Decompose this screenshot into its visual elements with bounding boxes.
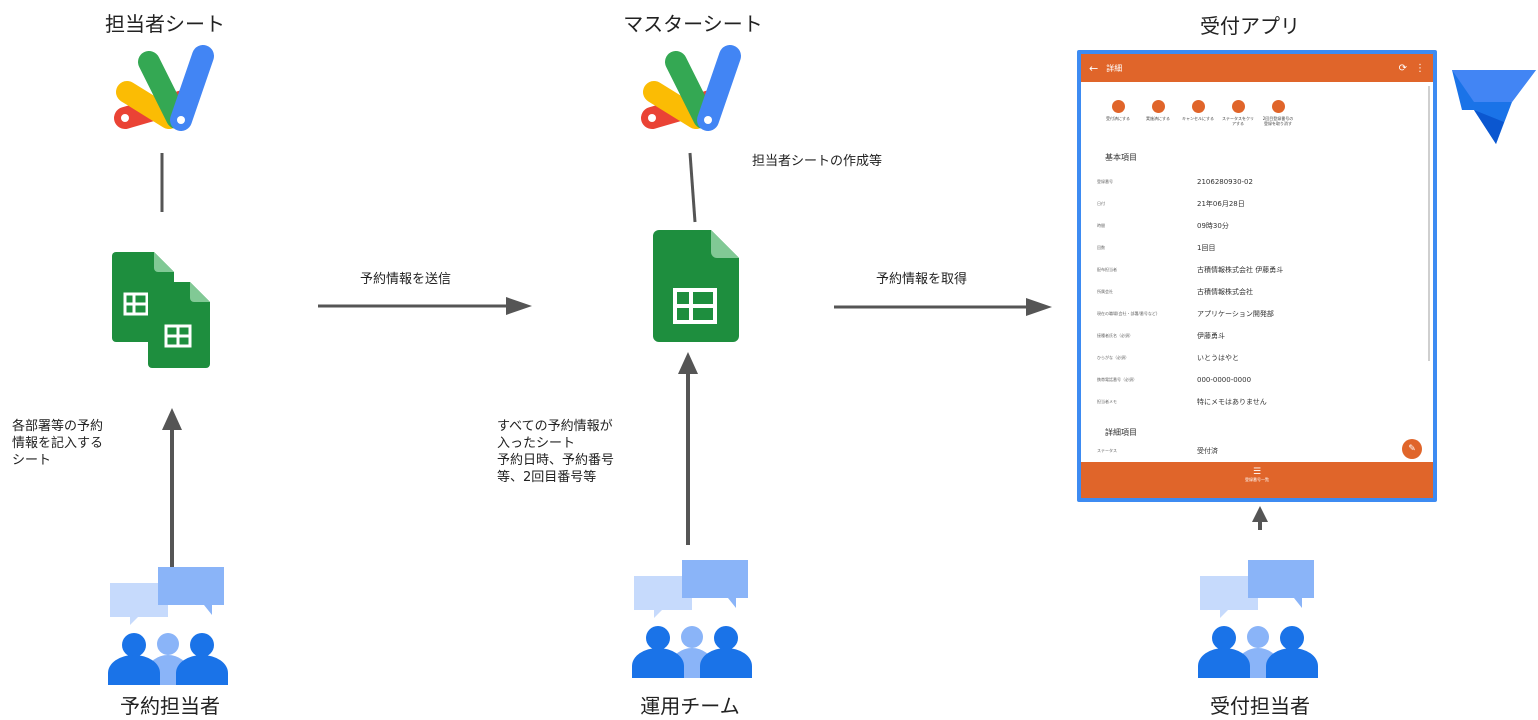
edit-icon: ✎: [1408, 444, 1416, 454]
field-key: 接種者氏名（必須）: [1097, 333, 1133, 338]
edit-fab-button[interactable]: ✎: [1402, 439, 1422, 459]
field-value: 伊藤勇斗: [1197, 332, 1225, 340]
person-label-reception: 受付担当者: [1210, 694, 1310, 718]
group-chat-icon: [108, 567, 228, 685]
sheets-icon: [653, 230, 739, 342]
middle-up-arrow-head: [678, 352, 698, 374]
field-key: 携帯電話番号（必須）: [1097, 377, 1137, 382]
master-script-note: 担当者シートの作成等: [752, 154, 883, 169]
camera-icon: [1111, 100, 1125, 113]
field-value: 000-0000-0000: [1197, 376, 1252, 384]
field-value: 受付済: [1197, 447, 1218, 455]
app-header: ← 詳細 ⟳ ⋮: [1081, 54, 1433, 82]
field-row: 所属会社 古積情報株式会社: [1081, 281, 1433, 303]
tanto-sheet-description: 各部署等の予約 情報を記入する シート: [12, 419, 104, 468]
list-icon: ☰: [1252, 467, 1262, 477]
title-reception-app: 受付アプリ: [1200, 14, 1300, 38]
section-detail: 詳細項目: [1105, 428, 1137, 437]
clear-icon: [1231, 100, 1245, 113]
person-icon: [1151, 100, 1165, 113]
action-mark-done[interactable]: 実施済にする: [1141, 100, 1175, 126]
master-sheet-description: すべての予約情報が 入ったシート 予約日時、予約番号 等、2回目番号等: [497, 419, 615, 485]
field-value: アプリケーション開発部: [1197, 310, 1274, 318]
appsheet-icon: [1452, 70, 1536, 144]
action-label: 受付済にする: [1105, 116, 1131, 121]
more-vert-icon[interactable]: ⋮: [1415, 62, 1425, 74]
field-key: 時間: [1097, 223, 1105, 228]
field-key: ひらがな（必須）: [1097, 355, 1129, 360]
fetch-arrow-label: 予約情報を取得: [876, 272, 968, 287]
cancel-icon: [1191, 100, 1205, 113]
person-label-reservation: 予約担当者: [120, 694, 220, 718]
field-value: 古積情報株式会社 伊藤勇斗: [1197, 266, 1284, 274]
title-master-sheet: マスターシート: [623, 12, 763, 36]
action-label: キャンセルにする: [1181, 116, 1215, 121]
field-row: 担当者メモ 特にメモはありません: [1081, 391, 1433, 413]
right-up-arrow-head: [1252, 506, 1268, 522]
field-key: 登録番号: [1097, 179, 1113, 184]
field-key: 担当者メモ: [1097, 399, 1117, 404]
field-row: 携帯電話番号（必須） 000-0000-0000: [1081, 369, 1433, 391]
action-cancel[interactable]: キャンセルにする: [1181, 100, 1215, 126]
field-key: 現在の職場(会社・部署/番号など): [1097, 311, 1158, 316]
field-row: 回数 1回目: [1081, 237, 1433, 259]
field-value: 特にメモはありません: [1197, 398, 1267, 406]
basic-fields: 登録番号 2106280930-02 日付 21年06月28日 時間 09時30分 回…: [1081, 171, 1433, 413]
action-label: ステータスをクリアする: [1222, 116, 1254, 126]
field-key: 日付: [1097, 201, 1105, 206]
action-label: 実施済にする: [1145, 116, 1171, 121]
send-arrow-label: 予約情報を送信: [360, 272, 452, 287]
field-row: 配布担当者 古積情報株式会社 伊藤勇斗: [1081, 259, 1433, 281]
field-row: ひらがな（必須） いとうはやと: [1081, 347, 1433, 369]
field-value: 09時30分: [1197, 222, 1229, 230]
field-key: 回数: [1097, 245, 1105, 250]
field-row: ステータス 受付済: [1081, 440, 1433, 462]
send-arrow-head: [506, 297, 532, 315]
section-basic: 基本項目: [1105, 153, 1137, 162]
middle-script-connector: [688, 152, 697, 223]
field-key: 所属会社: [1097, 289, 1113, 294]
back-arrow-icon[interactable]: ←: [1089, 61, 1099, 75]
field-key: ステータス: [1097, 448, 1117, 453]
person-label-operations: 運用チーム: [640, 694, 740, 718]
field-row: 現在の職場(会社・部署/番号など) アプリケーション開発部: [1081, 303, 1433, 325]
sheets-stack-icon: [112, 252, 210, 368]
scrollbar[interactable]: [1428, 86, 1430, 361]
refresh-icon[interactable]: ⟳: [1398, 62, 1407, 74]
action-revoke-second[interactable]: 2回目登録番号の登録を取り消す: [1261, 100, 1295, 126]
fetch-arrow-head: [1026, 298, 1052, 316]
field-value: 21年06月28日: [1197, 200, 1245, 208]
apps-script-icon: [641, 45, 741, 131]
title-tanto-sheet: 担当者シート: [105, 12, 225, 36]
action-label: 2回目登録番号の登録を取り消す: [1262, 116, 1294, 126]
field-value: いとうはやと: [1197, 354, 1239, 362]
app-screenshot: ← 詳細 ⟳ ⋮ 受付済にする 実施済にする キャンセルにする ステータスをクリ…: [1077, 50, 1437, 502]
action-clear-status[interactable]: ステータスをクリアする: [1221, 100, 1255, 126]
field-row: 時間 09時30分: [1081, 215, 1433, 237]
group-chat-icon: [632, 560, 752, 678]
app-header-title: 詳細: [1106, 63, 1123, 73]
field-row: 接種者氏名（必須） 伊藤勇斗: [1081, 325, 1433, 347]
field-value: 古積情報株式会社: [1197, 288, 1253, 296]
action-mark-received[interactable]: 受付済にする: [1101, 100, 1135, 126]
app-bottom-nav[interactable]: ☰ 登録番号一覧: [1081, 462, 1433, 498]
field-value: 1回目: [1197, 244, 1216, 252]
group-chat-icon: [1198, 560, 1318, 678]
field-value: 2106280930-02: [1197, 178, 1253, 186]
apps-script-icon: [114, 45, 214, 131]
field-row: 登録番号 2106280930-02: [1081, 171, 1433, 193]
send-icon: [1271, 100, 1285, 113]
field-row: 日付 21年06月28日: [1081, 193, 1433, 215]
app-action-bar: 受付済にする 実施済にする キャンセルにする ステータスをクリアする 2回目登録…: [1081, 82, 1433, 126]
field-key: 配布担当者: [1097, 267, 1117, 272]
bottom-nav-label: 登録番号一覧: [1245, 477, 1269, 482]
left-up-arrow-head: [162, 408, 182, 430]
